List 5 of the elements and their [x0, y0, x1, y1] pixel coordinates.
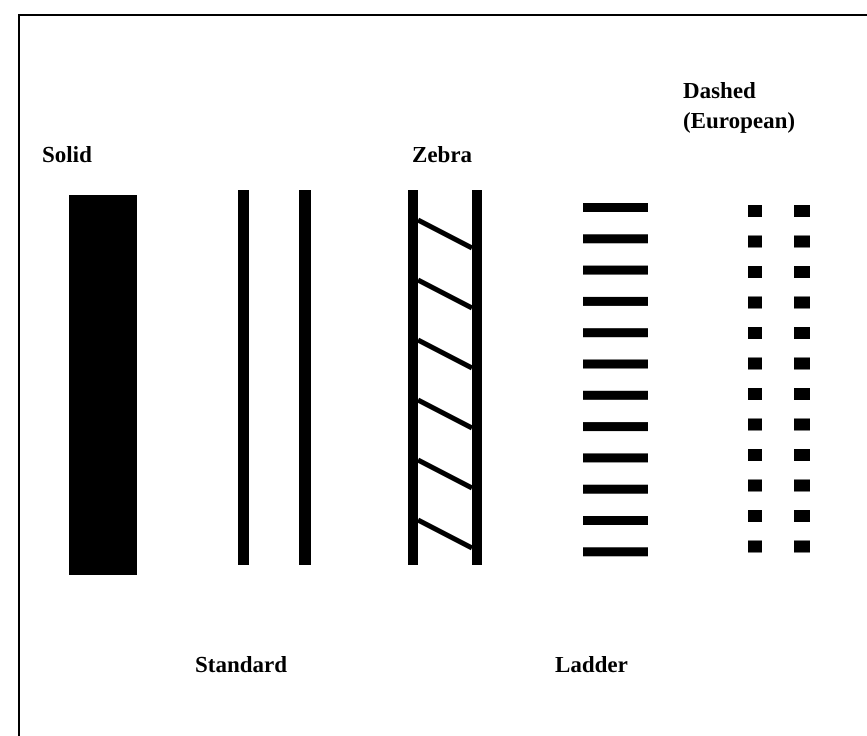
- pattern-label: Zebra: [412, 141, 472, 169]
- pattern-label: Solid: [42, 141, 92, 169]
- pattern-label: Standard: [195, 651, 288, 679]
- pattern-label: Dashed (European): [683, 77, 796, 135]
- pattern-label: Ladder: [555, 651, 628, 679]
